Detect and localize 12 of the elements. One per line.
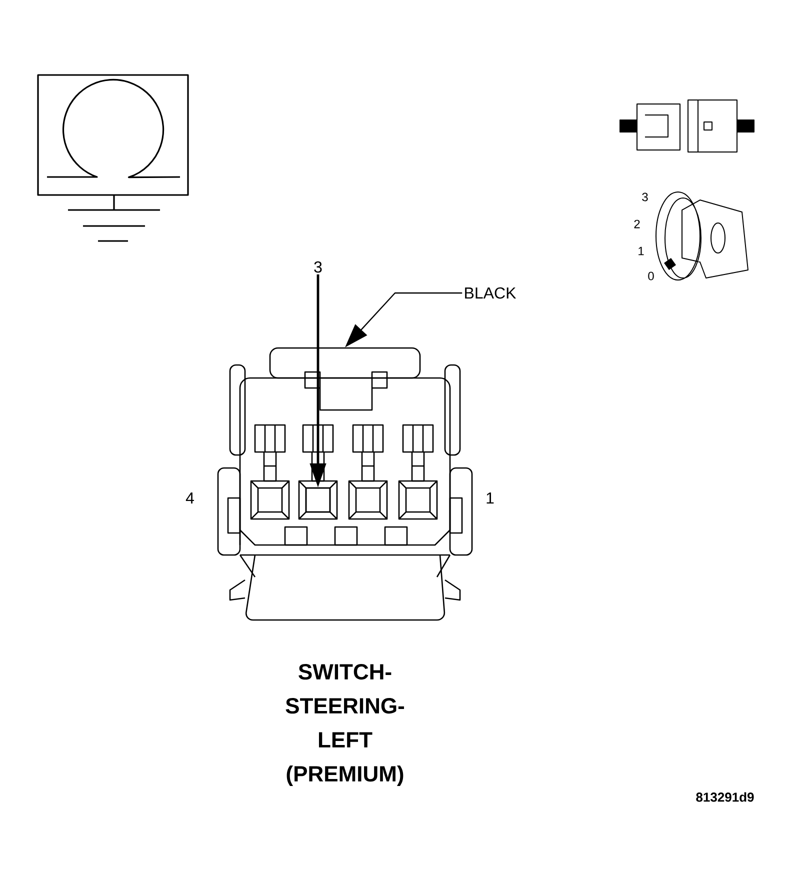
callout-label: 3 [314,261,322,273]
callout-label: BLACK [465,287,516,299]
terminal-cavity [305,487,331,513]
label: 3 [642,192,648,202]
figure-id: 813291d9 [696,792,754,802]
label: 1 [638,246,644,256]
connector-drawing [217,347,473,621]
label: 1 [486,492,494,504]
label: 0 [648,272,654,280]
caption: SWITCH- STEERING- LEFT (PREMIUM) [286,664,404,786]
label: 4 [186,492,194,504]
label: 2 [634,220,640,228]
